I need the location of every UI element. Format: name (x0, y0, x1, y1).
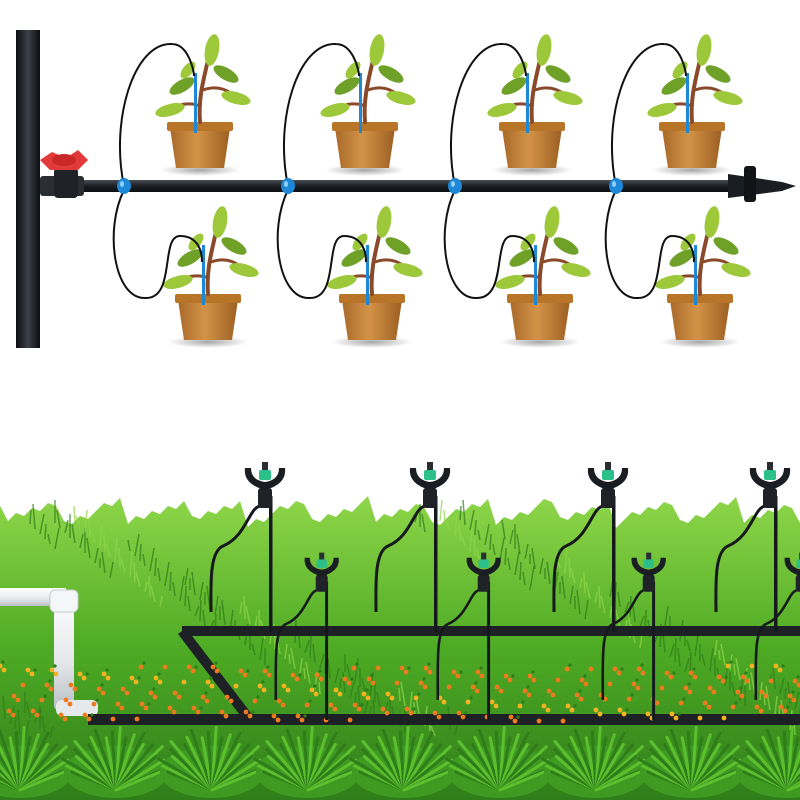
lower-potted-plant-icon (327, 206, 423, 348)
micro-tube-lower (604, 189, 695, 300)
drip-emitter-icon (117, 178, 131, 194)
shrub-icon (636, 725, 749, 798)
back-row-sprinkler-icon (374, 462, 451, 632)
vertical-supply-pipe (16, 30, 40, 348)
drip-irrigation-diagram (16, 30, 796, 348)
upper-potted-plant-icon (647, 34, 743, 176)
sprinkler-nozzle-icon (478, 559, 489, 568)
micro-tube-lower (112, 189, 203, 300)
shrub-icon (60, 725, 173, 798)
lateral-pipe-network (88, 626, 800, 725)
shrub-icon (540, 725, 653, 798)
upper-potted-plant-icon (320, 34, 416, 176)
micro-tube-upper (118, 42, 195, 187)
micro-tube-lower (276, 189, 367, 300)
white-pvc-feed-pipe (0, 588, 98, 716)
shrub-icon (348, 725, 461, 798)
sprinkler-nozzle-icon (602, 470, 614, 480)
sprinkler-nozzle-icon (764, 470, 776, 480)
shrub-icon (156, 725, 269, 798)
micro-tube-upper (282, 42, 360, 187)
shrub-border (0, 725, 800, 798)
micro-tube-upper (449, 42, 527, 187)
lawn-sprinkler-scene (0, 462, 800, 800)
sprinkler-nozzle-icon (796, 559, 800, 568)
sprinkler-nozzle-icon (643, 559, 654, 568)
sprinkler-nozzle-icon (259, 470, 271, 480)
drip-emitter-icon (281, 178, 295, 194)
shrub-icon (444, 725, 557, 798)
lower-potted-plant-icon (495, 206, 591, 348)
flower-bed (0, 660, 800, 724)
shrub-icon (732, 725, 800, 798)
back-row-sprinkler-icon (209, 462, 286, 632)
lower-potted-plant-icon (163, 206, 259, 348)
micro-tube-upper (610, 42, 687, 187)
sprinkler-nozzle-icon (424, 470, 436, 480)
horizontal-drip-line (78, 180, 738, 192)
front-row-sprinkler-icon (436, 552, 501, 720)
red-shutoff-valve-icon (40, 150, 88, 198)
upper-potted-plant-icon (487, 34, 583, 176)
grass-blades (0, 499, 800, 740)
front-row-sprinkler-icon (274, 552, 339, 720)
upper-potted-plant-icon (155, 34, 251, 176)
micro-tube-lower (443, 189, 535, 300)
shrub-icon (0, 725, 77, 798)
end-cap-plug-icon (728, 166, 796, 202)
back-row-sprinkler-icon (552, 462, 629, 632)
back-row-sprinkler-icon (714, 462, 791, 632)
lower-potted-plant-icon (655, 206, 751, 348)
front-row-sprinkler-icon (601, 552, 666, 720)
shrub-icon (252, 725, 365, 798)
drip-emitter-icon (609, 178, 623, 194)
sprinkler-nozzle-icon (316, 559, 327, 568)
drip-emitter-icon (448, 178, 462, 194)
